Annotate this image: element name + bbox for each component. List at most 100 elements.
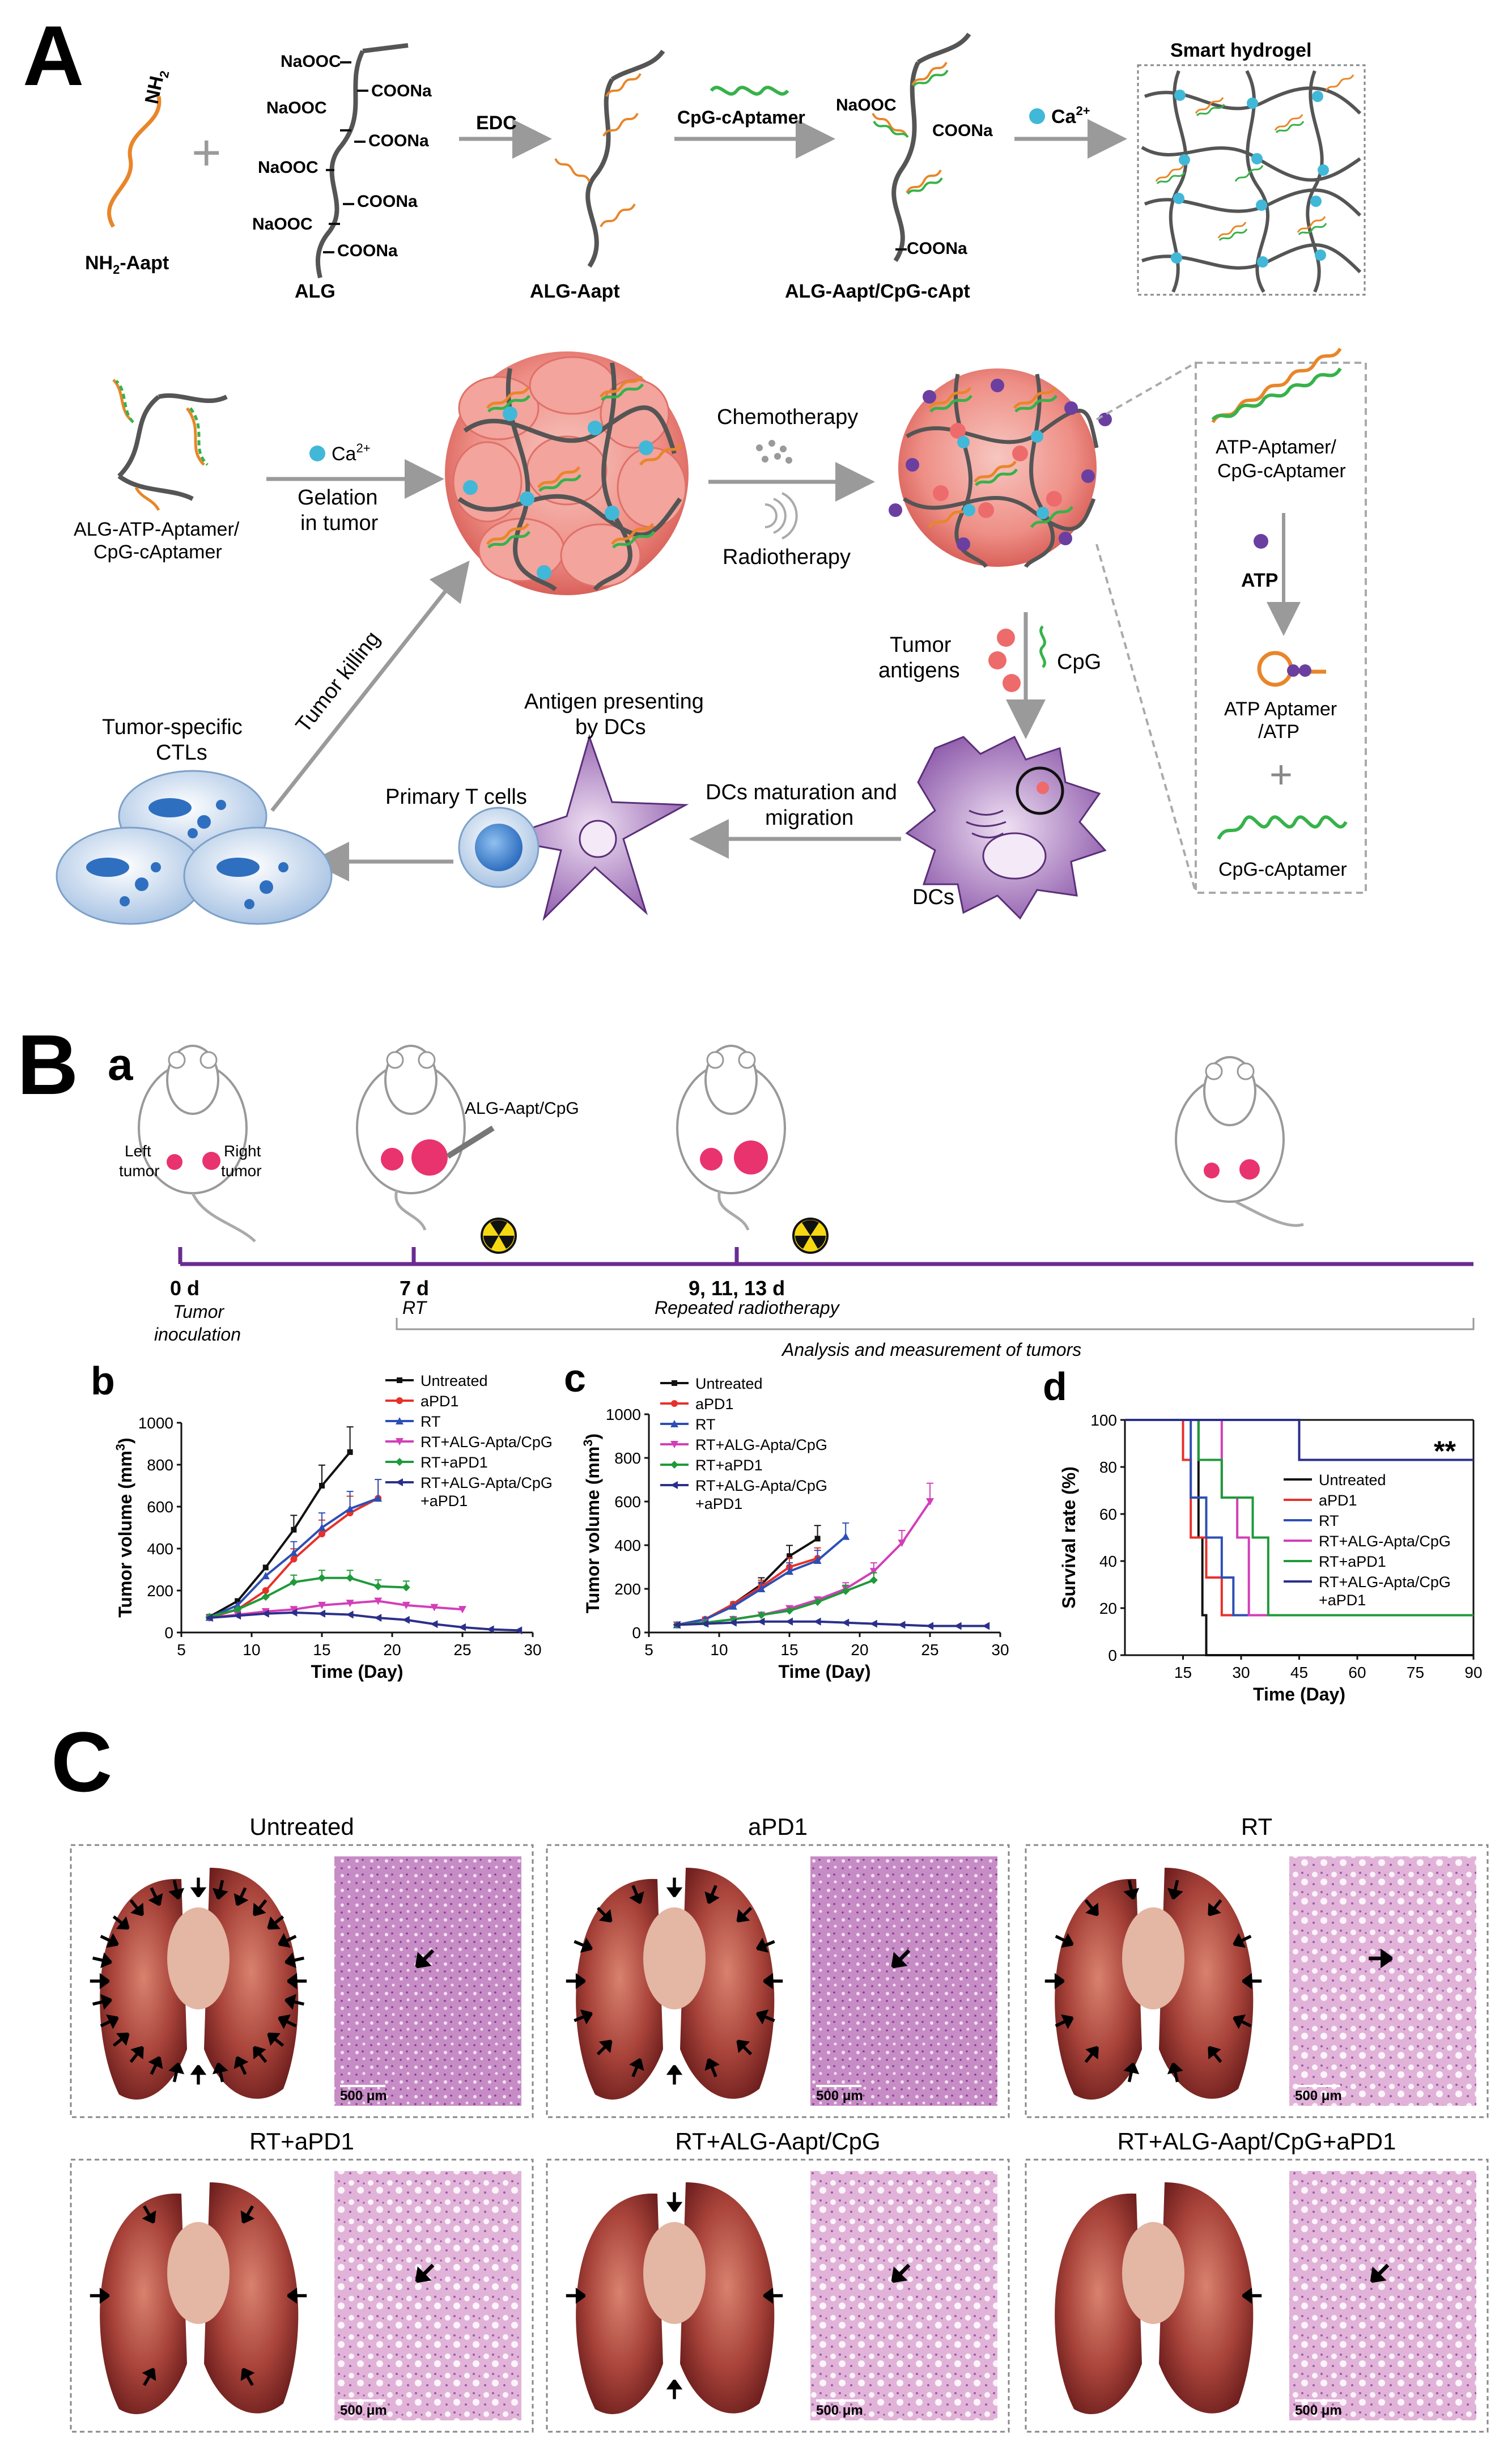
data-point — [346, 1504, 354, 1512]
y-tick-label: 1000 — [138, 1414, 173, 1432]
legend-marker — [670, 1461, 678, 1469]
callout-line-bottom — [1095, 544, 1197, 893]
day9-desc: Repeated radiotherapy — [655, 1297, 840, 1318]
x-tick-label: 15 — [313, 1641, 330, 1659]
series-line — [209, 1576, 406, 1618]
data-point — [842, 1532, 850, 1540]
plus-sign-2: + — [1269, 752, 1293, 796]
legend-label: Untreated — [421, 1372, 488, 1389]
data-point — [261, 1609, 269, 1618]
data-point — [458, 1606, 466, 1614]
y-tick-label: 400 — [614, 1537, 641, 1554]
tumor-antigens-icon — [988, 629, 1021, 692]
alg-aapt-label: ALG-Aapt — [530, 281, 620, 302]
lung-panel: Untreated 500 μm — [70, 1813, 534, 2118]
right-tumor-label-1: Right — [224, 1142, 261, 1160]
y-tick-label: 40 — [1099, 1553, 1117, 1570]
data-point — [458, 1623, 466, 1631]
x-axis-label: Time (Day) — [1253, 1684, 1345, 1704]
tumor-killing-label: Tumor killing — [291, 627, 385, 737]
data-point — [757, 1617, 765, 1626]
nh2-aapt-label: NH2-Aapt — [85, 252, 169, 277]
x-tick-label: 30 — [1232, 1664, 1250, 1681]
legend-label: RT+ALG-Apta/CpG — [421, 1434, 553, 1451]
ca-label: Ca2+ — [1051, 104, 1090, 128]
scale-bar-label: 500 μm — [340, 2088, 387, 2104]
data-point — [233, 1605, 242, 1614]
histology-image — [1289, 2171, 1476, 2420]
histology-image — [334, 2171, 521, 2420]
calcium-ion-icon-2 — [309, 446, 325, 461]
edc-label: EDC — [476, 112, 517, 134]
data-point — [233, 1601, 242, 1609]
alg-atp-label-2: CpG-cAptamer — [94, 541, 222, 563]
y-tick-label: 600 — [147, 1498, 173, 1516]
lung-lobe-right — [680, 1868, 775, 2099]
chart-b-letter: b — [91, 1359, 115, 1403]
x-tick-label: 60 — [1348, 1664, 1366, 1681]
chart-d-letter: d — [1043, 1364, 1067, 1409]
cpg-captamer-label-2: CpG-cAptamer — [1218, 859, 1347, 880]
mouse-day9 — [676, 1045, 829, 1254]
scale-bar-label: 500 μm — [1295, 2088, 1342, 2104]
data-point — [346, 1574, 354, 1582]
series-line — [1125, 1419, 1473, 1617]
dc-maturation-label-2: migration — [765, 806, 853, 830]
x-tick-label: 25 — [921, 1641, 938, 1659]
legend-marker — [670, 1420, 678, 1427]
lung-panel-title: Untreated — [249, 1813, 354, 1840]
left-tumor-label-1: Left — [125, 1142, 151, 1160]
y-axis-label: Survival rate (%) — [1059, 1466, 1079, 1609]
plus-sign: + — [192, 125, 222, 181]
legend-marker — [672, 1380, 677, 1386]
x-tick-label: 5 — [644, 1641, 653, 1659]
tumor-antigens-label-1: Tumor — [890, 633, 952, 657]
legend-marker — [670, 1441, 678, 1448]
lung-lobe-right — [204, 2182, 299, 2414]
data-point — [318, 1601, 326, 1609]
y-tick-label: 600 — [614, 1493, 641, 1511]
x-tick-label: 30 — [991, 1641, 1009, 1659]
data-point — [701, 1619, 709, 1628]
atp-complex-label-2: /ATP — [1258, 721, 1299, 743]
alg-aapt-cpg-injection-label: ALG-Aapt/CpG — [465, 1099, 579, 1118]
legend-label: RT+aPD1 — [695, 1457, 763, 1474]
legend-label: RT+ALG-Apta/CpG+aPD1 — [695, 1477, 827, 1512]
primary-t-cells-label: Primary T cells — [385, 785, 527, 809]
y-tick-label: 60 — [1099, 1506, 1117, 1523]
coona-3: COONa — [357, 192, 418, 211]
series-line — [209, 1600, 463, 1619]
y-tick-label: 800 — [147, 1456, 173, 1474]
radio-waves-icon — [765, 492, 798, 540]
data-point — [235, 1598, 241, 1604]
legend-label: RT — [695, 1416, 716, 1433]
callout-line-top — [1096, 362, 1196, 421]
data-point — [290, 1578, 298, 1587]
y-tick-label: 0 — [632, 1624, 641, 1642]
legend-label: aPD1 — [421, 1393, 459, 1410]
ca-label-2: Ca2+ — [332, 441, 371, 465]
lung-lobe-left — [100, 1878, 187, 2100]
legend-label: RT+ALG-Apta/CpG+aPD1 — [421, 1474, 553, 1509]
data-point — [486, 1625, 494, 1634]
x-tick-label: 10 — [243, 1641, 260, 1659]
data-point — [261, 1572, 270, 1580]
smart-hydrogel-network — [1137, 64, 1366, 296]
alg-aapt-molecule: ALG-Aapt — [530, 49, 665, 302]
right-tumor-label-2: tumor — [221, 1162, 262, 1180]
alg-atp-aptamer-molecule: ALG-ATP-Aptamer/ CpG-cAptamer — [74, 379, 240, 563]
antigen-presenting-label-2: by DCs — [575, 715, 646, 739]
chemotherapy-label: Chemotherapy — [717, 405, 858, 429]
data-point — [402, 1583, 410, 1592]
lung-lobe-left — [576, 1878, 663, 2100]
histology-image — [334, 1856, 521, 2106]
legend-marker — [396, 1397, 403, 1404]
data-point — [374, 1614, 382, 1622]
primary-t-cell — [458, 807, 540, 888]
legend-label: RT+ALG-Apta/CpG — [695, 1436, 827, 1453]
histology-image — [1289, 1856, 1476, 2106]
data-point — [954, 1622, 962, 1630]
